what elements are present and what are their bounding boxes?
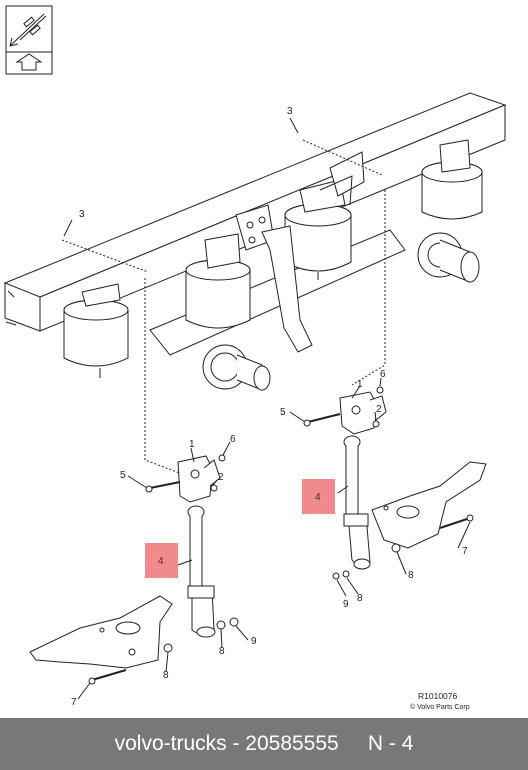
callout-8: 8 [357,593,363,604]
spring-seat-left [29,595,173,685]
shock-absorber-left [187,505,216,638]
spring-seat-right [332,461,487,580]
reference-code: R1010076 [418,691,458,701]
callout-1: 1 [357,379,363,390]
leader-lines [61,139,386,476]
footer-text: volvo-trucks - 20585555 N - 4 [114,732,414,755]
callout-6: 6 [380,369,386,380]
callout-9: 9 [343,599,349,610]
parts-diagram: 3 3 1 6 5 2 4 7 8 8 9 1 6 5 2 4 7 8 8 9 … [3,5,507,711]
callout-4: 4 [315,492,321,503]
callout-8: 8 [408,570,414,581]
highlight-box-right [302,479,335,514]
shock-bracket-right [303,386,387,435]
air-spring-right [284,179,352,280]
callout-8: 8 [219,646,225,657]
callout-3: 3 [287,106,293,117]
air-spring-far [421,139,483,220]
callout-5: 5 [120,470,126,481]
copyright-notice: © Volvo Parts Corp [410,703,470,711]
callout-7: 7 [462,546,468,557]
callout-2: 2 [376,404,382,415]
callout-3: 3 [79,209,85,220]
callout-2: 2 [218,472,224,483]
callout-7: 7 [71,697,77,708]
shock-bracket-left [145,455,221,503]
air-spring-left [63,283,129,378]
highlight-box-left [145,543,178,578]
trailing-arm [235,204,313,353]
callout-5: 5 [280,407,286,418]
callout-leaders [63,117,471,700]
footer-bar: volvo-trucks - 20585555 N - 4 [0,718,528,770]
callout-1: 1 [189,439,195,450]
orientation-icon [5,5,53,75]
air-spring-mid [185,233,251,329]
callout-6: 6 [230,434,236,445]
frame-rail [3,92,507,332]
nuts-left [163,454,239,653]
shock-absorber-right [343,435,371,570]
callout-8: 8 [163,670,169,681]
callout-4: 4 [158,556,164,567]
callout-9: 9 [251,636,257,647]
